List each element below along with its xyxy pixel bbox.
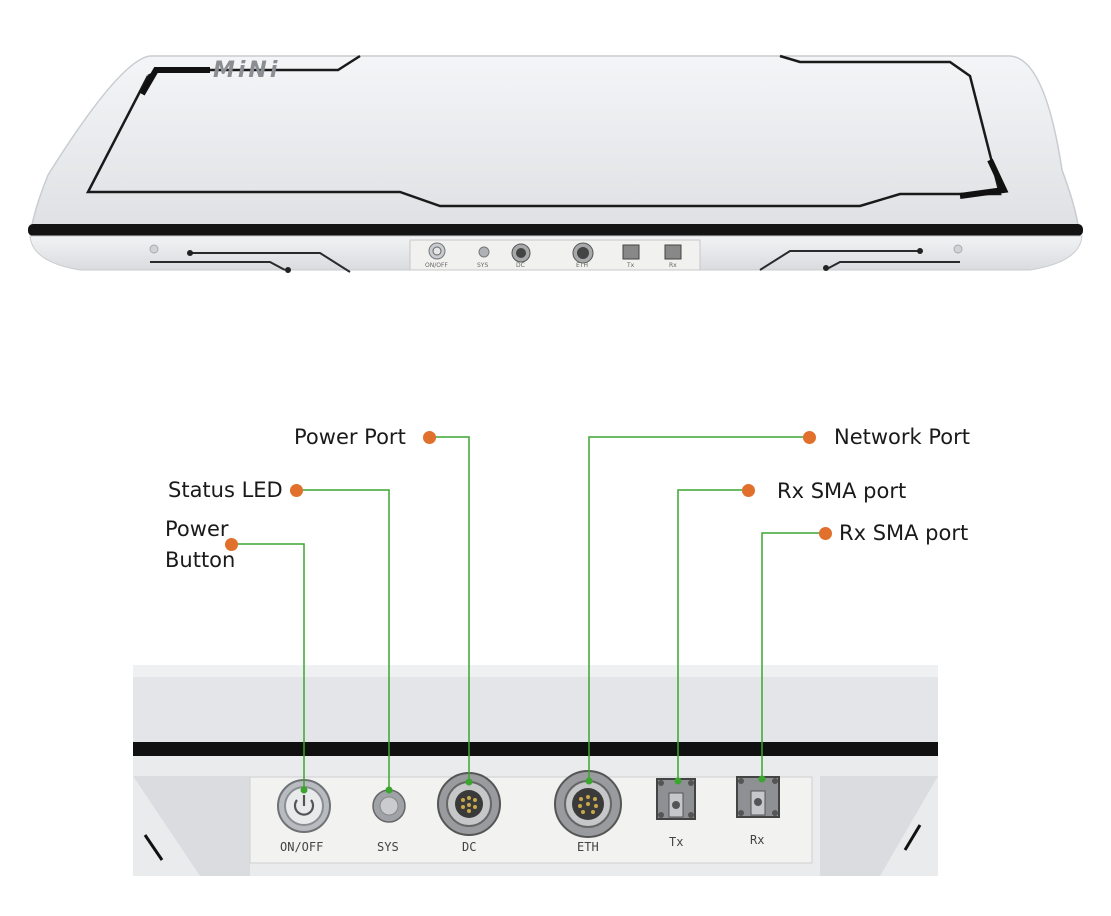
port-label-on-off: ON/OFF [280,840,324,854]
mini-label-rx: Rx [669,262,677,269]
device-overview-illustration [28,54,1083,273]
callout-power-port: Power Port [294,425,406,449]
leader-power-button [231,543,305,790]
callout-dot-network-port [803,431,816,444]
closeup-upper-body [133,665,938,742]
port-label-tx: Tx [669,835,684,849]
callout-rx-sma-port-2: Rx SMA port [839,521,969,545]
callout-status-led: Status LED [168,478,283,502]
closeup-trim [133,742,938,756]
dc-connector-icon [437,772,501,836]
status-led-icon [372,789,406,823]
leader-rx-sma-2 [761,532,825,779]
mini-label-eth: ETH [576,262,588,269]
callout-dot-rx-sma-1 [742,484,755,497]
leader-network-port [588,436,809,781]
callout-dot-rx-sma-2 [819,527,832,540]
rx-sma-connector-icon [736,776,780,818]
mini-port-panel [409,239,701,271]
port-label-sys: SYS [377,840,399,854]
closeup-bevel-right [820,776,938,876]
device-seam [28,224,1083,236]
mini-label-tx: Tx [627,262,635,269]
port-label-eth: ETH [577,840,599,854]
lid-accent-right [959,158,1009,199]
device-brand-logo: MiNi [213,58,281,83]
callout-dot-power-button [225,538,238,551]
leader-status-led [296,489,390,790]
callout-power-button-line2: Button [165,548,236,572]
port-label-dc: DC [462,840,477,854]
mini-label-dc: DC [516,262,525,269]
closeup-bevel-left [133,776,250,876]
leader-rx-sma-1 [677,489,748,781]
callout-dot-status-led [290,484,303,497]
leader-power-port [429,436,470,782]
callout-power-button-line1: Power [165,517,229,541]
lid-accent-left [139,67,210,96]
callout-dot-power-port [423,431,436,444]
closeup-port-panel [249,776,813,864]
eth-connector-icon [554,770,622,838]
mini-label-on-off: ON/OFF [425,262,448,269]
power-button-icon [277,779,331,833]
port-label-rx: Rx [750,833,765,847]
callout-network-port: Network Port [834,425,970,449]
base-decor-left [150,252,351,273]
mini-label-sys: SYS [477,262,489,269]
callout-rx-sma-port-1: Rx SMA port [777,479,907,503]
base-decor-right [759,250,960,271]
